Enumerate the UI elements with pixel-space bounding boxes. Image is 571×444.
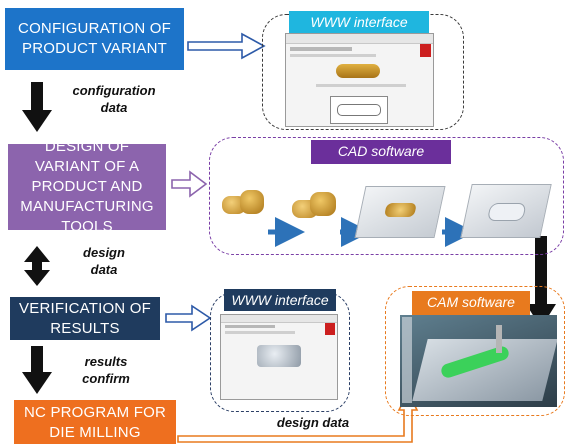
cam-tree-panel — [402, 317, 412, 403]
stage-configuration-box: CONFIGURATION OF PRODUCT VARIANT — [5, 8, 184, 70]
stage-nc-box: NC PROGRAM FOR DIE MILLING — [14, 400, 176, 444]
cam-panel — [385, 286, 565, 416]
www-mid-logo — [325, 323, 335, 335]
www-top-screenshot — [285, 33, 434, 127]
label-design-data-vertical: design data — [83, 245, 125, 277]
elbow-part-1 — [222, 190, 266, 220]
cam-tag: CAM software — [412, 291, 530, 315]
www-mid-text-line — [225, 325, 275, 328]
stage-nc-text: NC PROGRAM FOR DIE MILLING — [24, 404, 166, 441]
cam-die-block — [412, 339, 557, 401]
www-top-tag: WWW interface — [289, 11, 429, 33]
hollow-arrow-verify-to-www — [165, 304, 212, 332]
www-top-text-line — [290, 54, 376, 57]
die-block-1 — [354, 186, 446, 238]
stage-configuration-text: CONFIGURATION OF PRODUCT VARIANT — [18, 20, 171, 57]
cam-screenshot — [400, 315, 557, 407]
cad-panel — [209, 137, 564, 255]
www-top-header-bar — [286, 34, 433, 44]
hollow-arrow-config-to-www — [187, 32, 266, 60]
www-mid-part-image — [257, 345, 301, 367]
stage-design-text: DESIGN OF VARIANT OF A PRODUCT AND MANUF… — [20, 138, 154, 235]
die-block-2 — [460, 184, 552, 238]
www-mid-header-bar — [221, 315, 337, 323]
flow-arrow-config-to-design — [22, 82, 52, 132]
elbow-part-2 — [292, 192, 338, 222]
www-top-product-image — [336, 64, 380, 78]
www-mid-screenshot — [220, 314, 338, 400]
flow-arrow-design-verify-bidirectional — [24, 246, 50, 286]
stage-verification-box: VERIFICATION OF RESULTS — [10, 297, 160, 340]
www-top-text-line — [290, 47, 352, 51]
www-mid-text-line — [225, 331, 295, 334]
label-configuration-data: configuration data — [72, 83, 156, 115]
cad-tag: CAD software — [311, 140, 451, 164]
stage-design-box: DESIGN OF VARIANT OF A PRODUCT AND MANUF… — [8, 138, 166, 235]
cam-cutter — [496, 325, 502, 353]
label-results-confirm: results confirm — [82, 354, 130, 386]
www-top-drawing — [330, 96, 388, 124]
www-top-logo — [420, 44, 431, 57]
stage-verification-text: VERIFICATION OF RESULTS — [19, 299, 151, 337]
hollow-arrow-design-to-cad — [171, 170, 208, 198]
www-top-text-line — [316, 84, 406, 87]
label-design-data-horizontal: design data — [276, 415, 350, 430]
flow-arrow-verify-to-nc — [22, 346, 52, 394]
www-mid-tag: WWW interface — [224, 289, 336, 311]
